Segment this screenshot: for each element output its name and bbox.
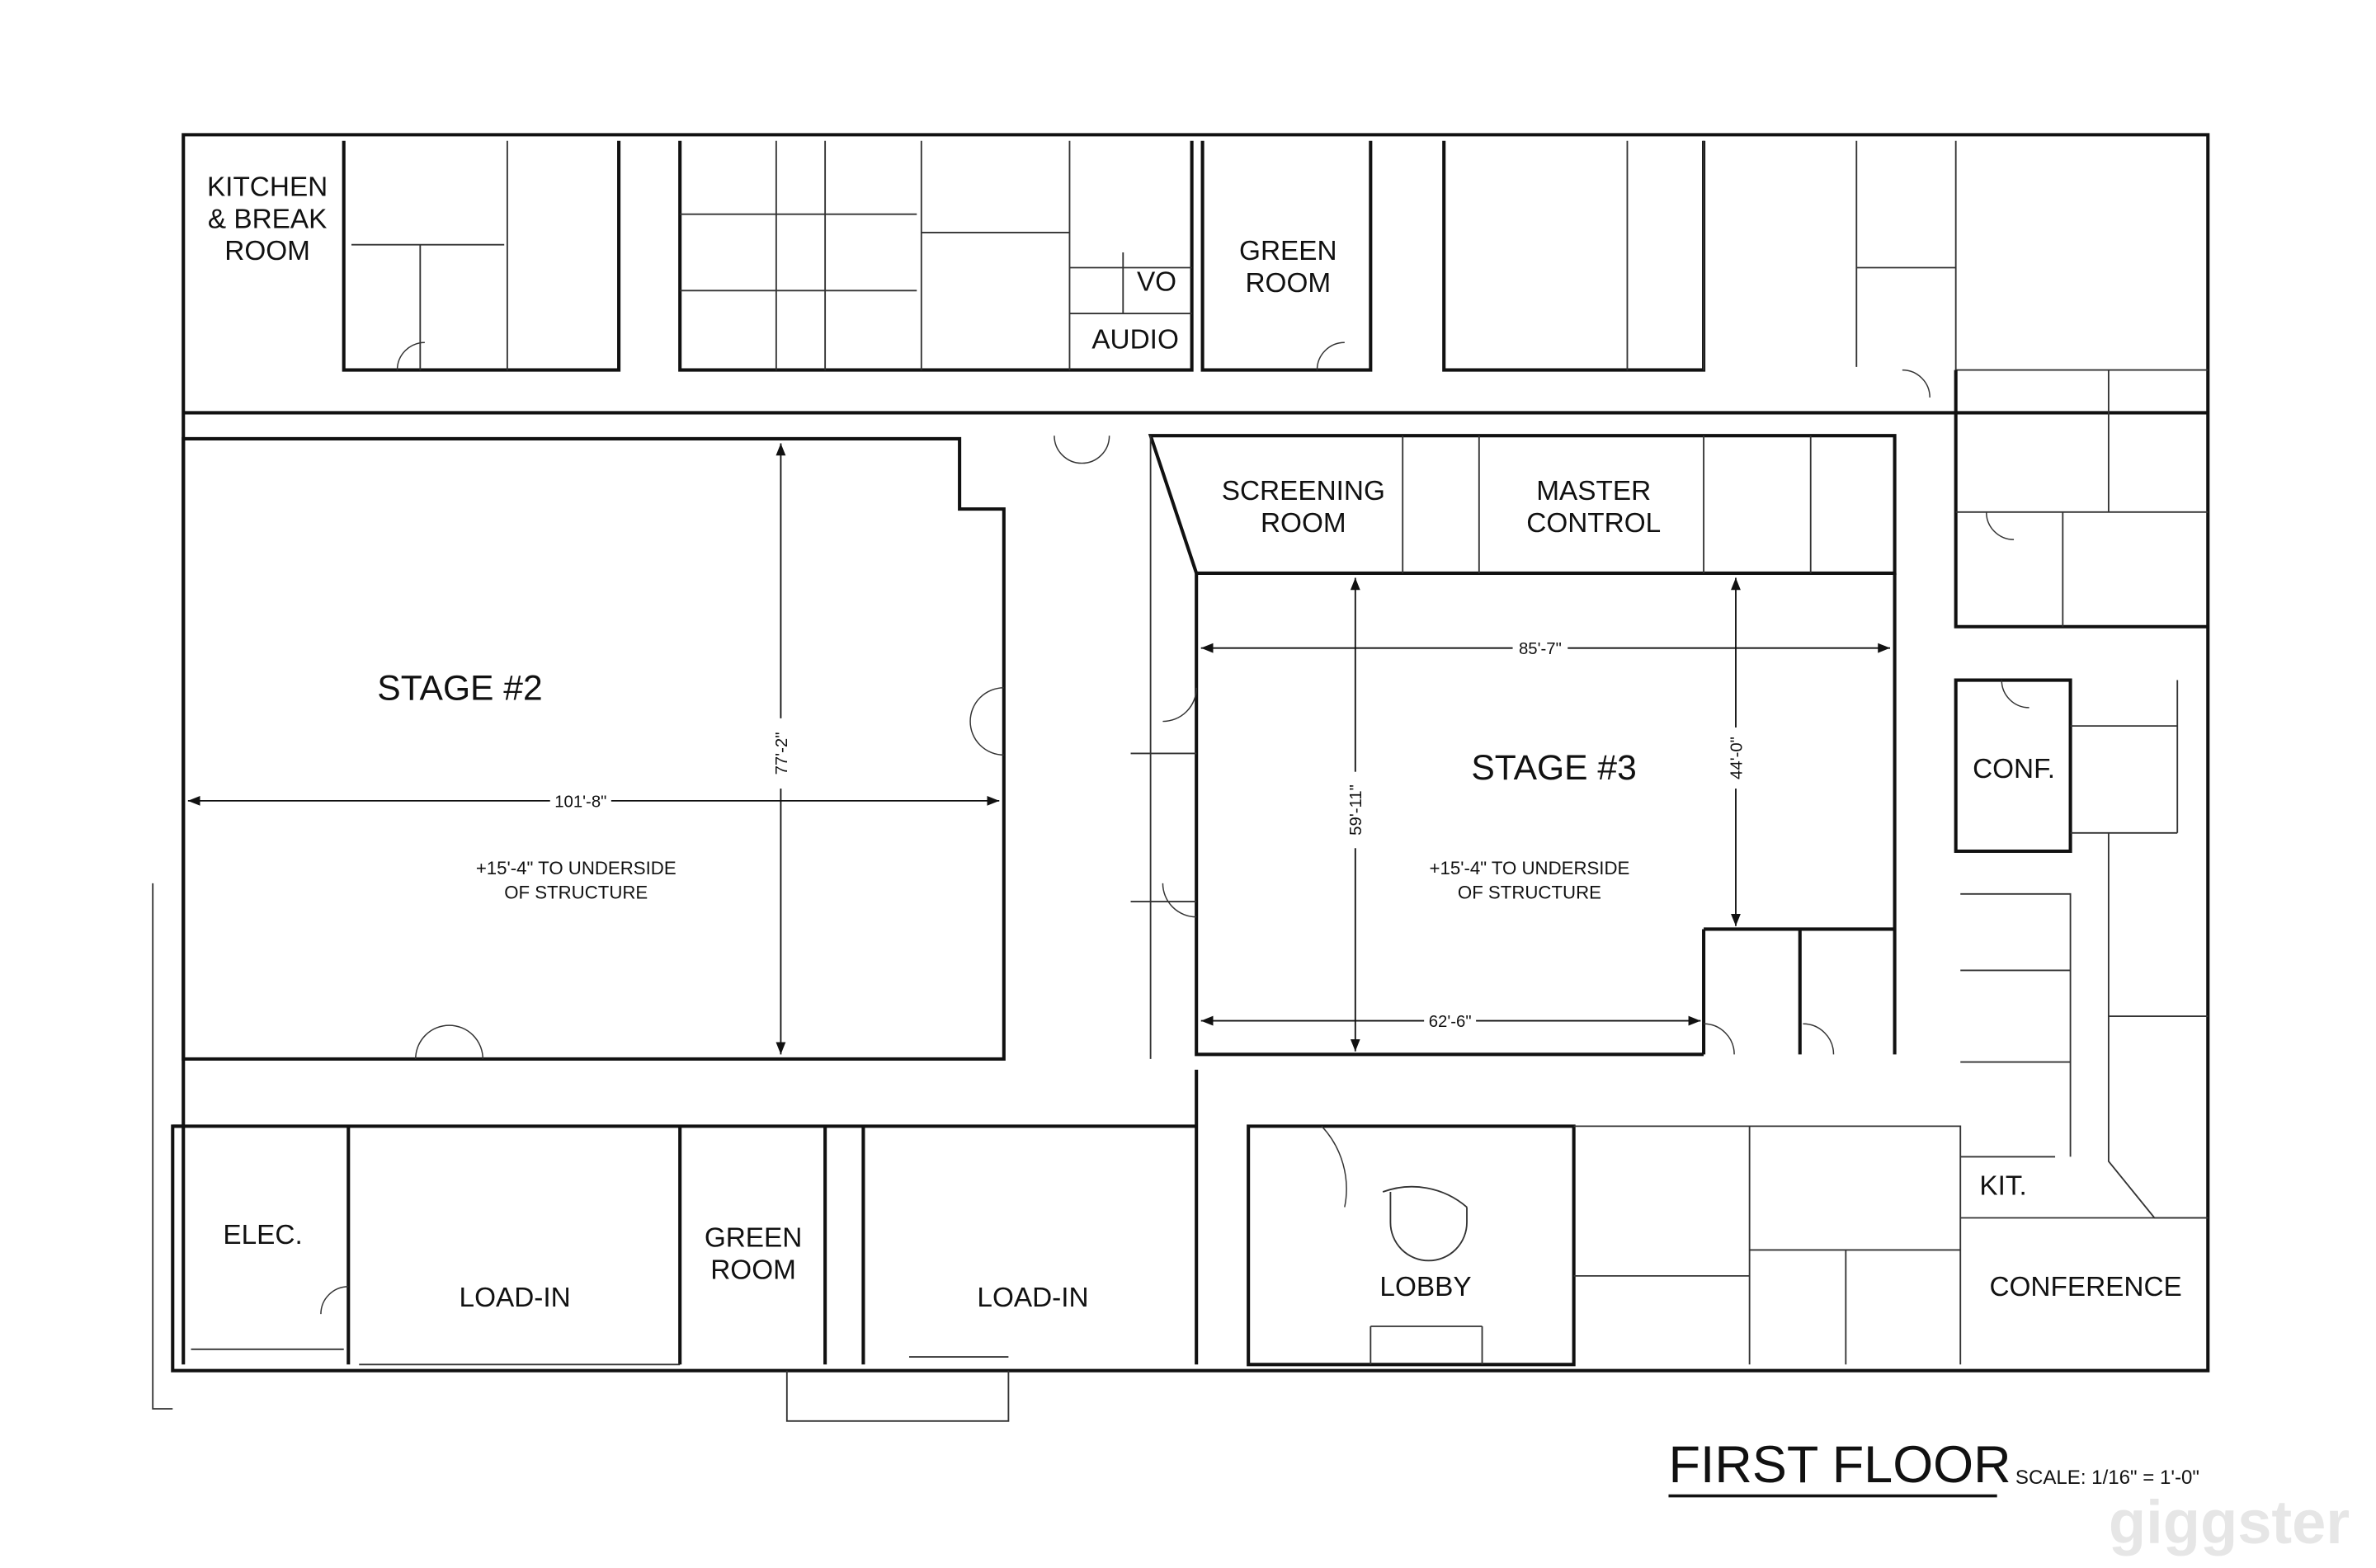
stage3-width-label: 85'-7" xyxy=(1519,640,1562,658)
room-label-conf: CONF. xyxy=(1973,754,2055,784)
building-outline xyxy=(152,133,2210,1422)
room-label-kitchen: KITCHEN xyxy=(207,172,328,202)
stage3-partial-depth-label: 44'-0" xyxy=(1728,737,1746,779)
stage3-clearance-note: +15'-4" TO UNDERSIDE xyxy=(1430,858,1630,878)
top-row-walls xyxy=(183,140,2209,415)
room-label-conference: CONFERENCE xyxy=(1989,1272,2181,1302)
stage-3-walls xyxy=(1130,434,1897,1059)
room-label-load-in: LOAD-IN xyxy=(977,1283,1088,1313)
room-label-load-in: LOAD-IN xyxy=(460,1283,571,1313)
room-label-green-room: GREEN xyxy=(1239,236,1337,266)
right-wing-walls xyxy=(1954,370,2209,1219)
room-label-vo: VO xyxy=(1137,266,1176,297)
stage3-partial-width-label: 62'-6" xyxy=(1429,1013,1472,1031)
room-label-lobby: LOBBY xyxy=(1379,1272,1471,1302)
giggster-watermark: giggster xyxy=(2109,1488,2350,1556)
room-label-stage-3: STAGE #3 xyxy=(1471,748,1636,788)
room-label-audio: AUDIO xyxy=(1091,325,1179,356)
room-labels: KITCHEN & BREAK ROOM VO AUDIO GREEN ROOM… xyxy=(207,172,2182,1312)
stage2-clearance-note: +15'-4" TO UNDERSIDE xyxy=(476,858,676,878)
room-label-kit: KIT. xyxy=(1979,1171,2026,1202)
room-label-screening-room: SCREENING xyxy=(1222,476,1385,506)
drawing-title: FIRST FLOOR xyxy=(1668,1436,2011,1494)
room-label-green-room: ROOM xyxy=(710,1255,796,1286)
room-label-green-room: ROOM xyxy=(1245,268,1331,299)
bottom-row-walls xyxy=(172,1069,2209,1367)
room-label-master-control: CONTROL xyxy=(1526,508,1661,539)
drawing-scale: SCALE: 1/16" = 1'-0" xyxy=(2015,1467,2199,1489)
door-swings xyxy=(320,341,2030,1315)
stage2-depth-label: 77'-2" xyxy=(773,732,791,775)
stage2-clearance-note: OF STRUCTURE xyxy=(504,882,648,902)
stage2-width-label: 101'-8" xyxy=(554,793,606,811)
room-label-stage-2: STAGE #2 xyxy=(377,669,542,709)
room-label-green-room: GREEN xyxy=(705,1223,803,1254)
room-label-screening-room: ROOM xyxy=(1261,508,1346,539)
stage3-depth-label: 59'-11" xyxy=(1347,784,1365,836)
stage3-clearance-note: OF STRUCTURE xyxy=(1458,882,1601,902)
room-label-master-control: MASTER xyxy=(1536,476,1651,506)
room-label-elec: ELEC. xyxy=(223,1220,302,1250)
room-label-kitchen: ROOM xyxy=(224,236,310,266)
stage-2-walls xyxy=(182,436,1006,1061)
room-label-kitchen: & BREAK xyxy=(208,204,327,234)
